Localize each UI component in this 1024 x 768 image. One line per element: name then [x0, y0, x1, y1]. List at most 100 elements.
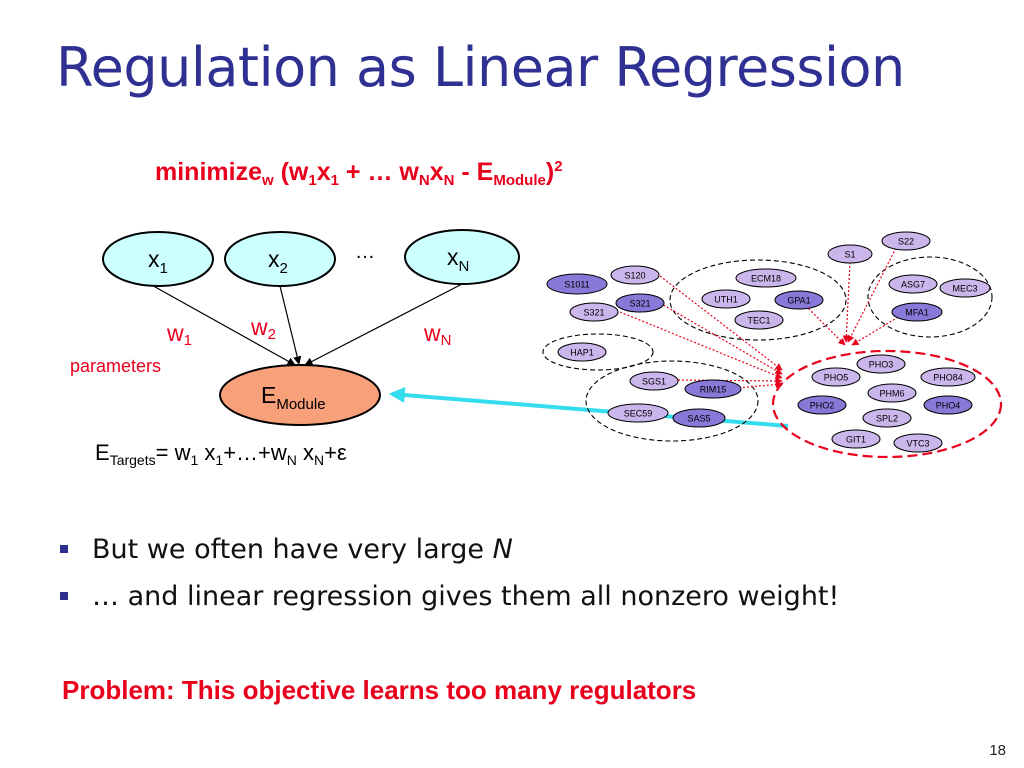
- gene-asg7: ASG7: [888, 274, 938, 294]
- eq-p1: = w: [155, 440, 191, 465]
- gene-rim15: RIM15: [684, 379, 742, 399]
- cluster-outline: [585, 360, 759, 442]
- edge-x1-emodule: [147, 282, 296, 366]
- bullet-text: But we often have very large: [92, 534, 493, 565]
- svg-text:PHM6: PHM6: [879, 389, 904, 399]
- gene-s1011: S1011: [546, 273, 608, 295]
- formula-close: ): [545, 158, 555, 186]
- svg-text:SEC59: SEC59: [624, 409, 653, 419]
- formula-x1: x: [316, 158, 331, 186]
- targets-equation: ETargets= w1 x1+…+wN xN+ε: [95, 440, 347, 468]
- svg-text:MEC3: MEC3: [952, 284, 977, 294]
- eq-p4: x: [296, 440, 315, 465]
- node-xN: [404, 229, 520, 285]
- regulator-edge: [659, 302, 783, 375]
- svg-text:S22: S22: [898, 237, 914, 247]
- formula-E-sub: Module: [493, 172, 546, 189]
- gene-spl2: SPL2: [862, 408, 912, 428]
- gene-pho84: PHO84: [920, 367, 976, 387]
- bullet-item: … and linear regression gives them all n…: [60, 581, 839, 612]
- edge-xN-emodule: [304, 282, 465, 366]
- svg-text:ASG7: ASG7: [901, 280, 925, 290]
- problem-statement: Problem: This objective learns too many …: [62, 675, 697, 705]
- svg-text:PHO3: PHO3: [869, 360, 894, 370]
- weight-wN-base: w: [424, 320, 441, 346]
- gene-mfa1: MFA1: [891, 302, 943, 322]
- gene-s321: S321: [615, 293, 665, 313]
- svg-text:PHO84: PHO84: [933, 373, 963, 383]
- svg-text:RIM15: RIM15: [700, 385, 727, 395]
- svg-text:PHO5: PHO5: [824, 373, 849, 383]
- regulator-edge: [842, 261, 851, 343]
- eq-w1-sub: 1: [190, 452, 199, 468]
- page-number: 18: [989, 742, 1006, 759]
- formula-wN-sub: N: [418, 172, 430, 189]
- cluster-outline: [542, 333, 654, 371]
- svg-text:SGS1: SGS1: [642, 377, 666, 387]
- formula-min: minimize: [155, 158, 262, 186]
- eq-xN-sub: N: [314, 452, 325, 468]
- regulator-edge: [659, 275, 783, 371]
- eq-p2: x: [198, 440, 216, 465]
- svg-text:PHO2: PHO2: [810, 401, 835, 411]
- svg-text:PHO4: PHO4: [936, 401, 961, 411]
- svg-text:HAP1: HAP1: [570, 348, 594, 358]
- gene-phm6: PHM6: [867, 383, 917, 403]
- gene-uth1: UTH1: [701, 289, 751, 309]
- svg-text:VTC3: VTC3: [906, 439, 929, 449]
- eq-e: E: [95, 440, 110, 465]
- weight-w1-sub: 1: [183, 332, 192, 349]
- node-emodule-label: EModule: [261, 382, 326, 413]
- weight-w2-sub: 2: [267, 326, 276, 343]
- edge-x2-emodule: [279, 285, 302, 365]
- gene-s22: S22: [881, 231, 931, 251]
- node-x1: [102, 231, 214, 287]
- cluster-outline: [669, 259, 847, 341]
- svg-text:S1011: S1011: [564, 280, 589, 290]
- gene-s1: S1: [827, 244, 873, 264]
- svg-text:SPL2: SPL2: [876, 414, 898, 424]
- gene-pho5: PHO5: [811, 367, 861, 387]
- svg-text:S1: S1: [844, 250, 855, 260]
- formula-minus: - E: [454, 158, 494, 186]
- bullet-text: … and linear regression gives them all n…: [92, 581, 840, 612]
- gene-hap1: HAP1: [557, 342, 607, 362]
- gene-pho2: PHO2: [797, 395, 847, 415]
- gene-gpa1: GPA1: [774, 290, 824, 310]
- formula-mid: + … w: [338, 158, 419, 186]
- gene-sgs1: SGS1: [629, 371, 679, 391]
- svg-text:TEC1: TEC1: [747, 316, 770, 326]
- node-x2-label: x2: [268, 246, 288, 277]
- eq-p3: +…+w: [223, 440, 287, 465]
- gene-sec59: SEC59: [607, 403, 669, 423]
- gene-git1: GIT1: [831, 429, 881, 449]
- eq-e-sub: Targets: [109, 452, 156, 468]
- gene-mec3: MEC3: [939, 278, 991, 298]
- eq-p5: +ε: [324, 440, 347, 465]
- formula-xN-sub: N: [443, 172, 455, 189]
- bullet-marker: [60, 592, 68, 600]
- formula-sup: 2: [554, 158, 563, 175]
- bullet-item: But we often have very large N: [60, 534, 513, 565]
- gene-sas5: SAS5: [672, 408, 726, 428]
- gene-s321: S321: [569, 302, 619, 322]
- weight-wN: wN: [424, 320, 451, 349]
- formula-open: (w: [273, 158, 309, 186]
- gene-tec1: TEC1: [734, 310, 784, 330]
- gene-ecm18: ECM18: [735, 268, 797, 288]
- node-emodule: [219, 364, 381, 426]
- bullet-marker: [60, 545, 68, 553]
- formula-xN: x: [429, 158, 444, 186]
- gene-pho4: PHO4: [923, 395, 973, 415]
- weight-w1: w1: [167, 320, 192, 349]
- gene-vtc3: VTC3: [893, 433, 943, 453]
- cluster-outline: [867, 256, 993, 338]
- weight-wN-sub: N: [440, 332, 452, 349]
- regulator-edge: [799, 299, 846, 346]
- svg-text:SAS5: SAS5: [687, 414, 710, 424]
- formula-min-sub: w: [261, 172, 274, 189]
- eq-wN-sub: N: [286, 452, 297, 468]
- formula-x1-sub: 1: [330, 172, 339, 189]
- target-module-outline: [771, 349, 1003, 459]
